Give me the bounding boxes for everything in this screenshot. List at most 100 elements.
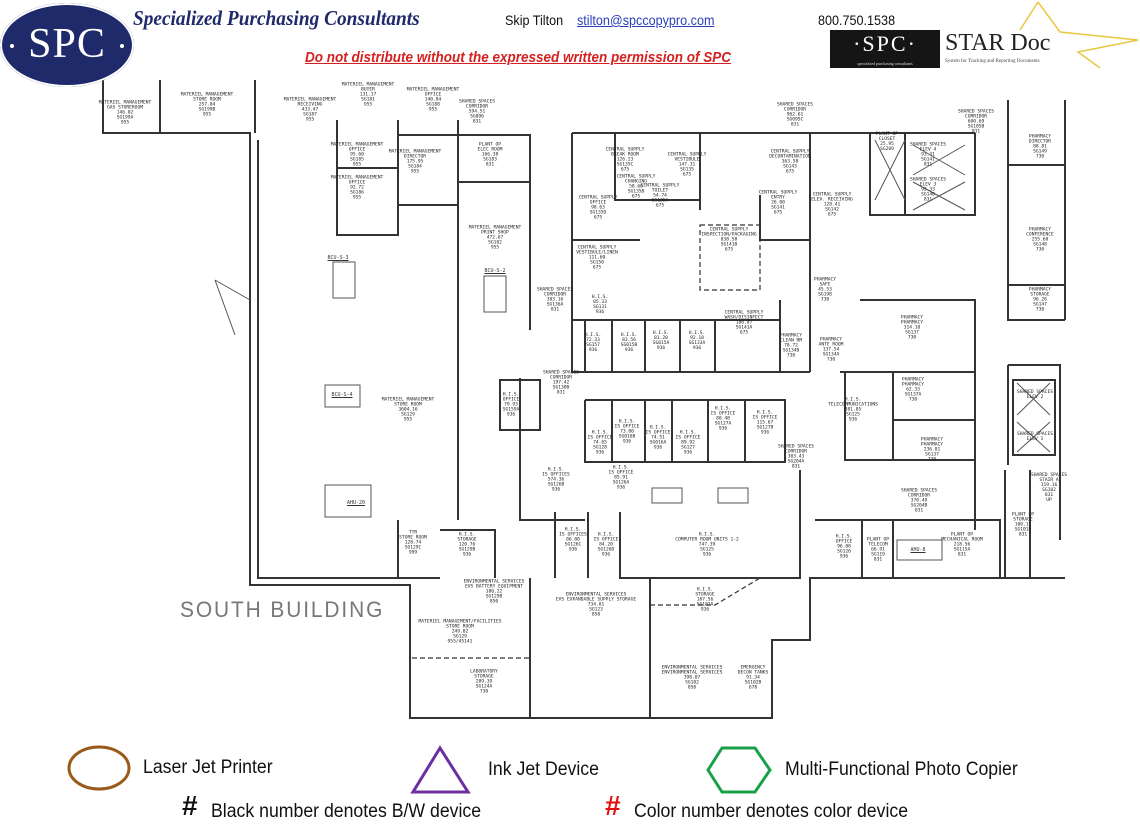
- star-logo-title: STAR Doc: [945, 30, 1051, 56]
- distribution-warning: Do not distribute without the expressed …: [305, 49, 732, 66]
- room-label: ENVIRONMENTAL SERVICES EVS EXPANDABLE SU…: [555, 592, 637, 618]
- room-label: CENTRAL SUPPLY DECONTAMINATION 363.58 SG…: [769, 149, 811, 175]
- room-label: CENTRAL SUPPLY CHANGING 58.60 SG135B 675: [616, 174, 656, 200]
- room-label: PLANT OP STORAGE 100.11 SG101B 831: [1011, 512, 1035, 538]
- room-label: H.I.S. IS OFFICE 89.92 SG127 936: [675, 430, 701, 456]
- mfp-hexagon-icon: [706, 746, 772, 794]
- star-icon: [1019, 1, 1139, 69]
- room-label: H.I.S. 92.18 SG133A 936: [688, 331, 706, 351]
- room-label: H.I.S. STORAGE 187.56 SG102A 936: [695, 587, 715, 613]
- room-label: MATERIEL MANAGEMENT PRINT SHOP 472.67 SG…: [468, 225, 522, 251]
- room-label: PLANT OP TELECOM 66.91 SG119 831: [866, 537, 890, 563]
- company-name: Specialized Purchasing Consultants: [133, 6, 420, 30]
- room-label: CENTRAL SUPPLY BREAK ROOM 126.23 SG135C …: [605, 147, 645, 173]
- laser-printer-circle-icon: [67, 745, 131, 791]
- room-label: H.I.S. TELECOMMUNICATIONS 381.85 SG125 9…: [828, 397, 878, 423]
- room-label: PHARMACY DIRECTOR 88.81 SG149 730: [1028, 134, 1052, 160]
- room-label: CENTRAL SUPPLY VESTIBULE 147.31 SG135 67…: [667, 152, 707, 178]
- spc-logo: SPC: [0, 3, 134, 87]
- room-label: SHARED SPACES CORRIDOR 594.51 SG096 831: [459, 99, 495, 125]
- room-label: SHARED SPACES ELEV 4 93.31 SG141 831: [910, 142, 946, 168]
- contact-name: Skip Tilton: [505, 12, 564, 28]
- legend-symbols: [67, 745, 772, 794]
- room-label: CENTRAL SUPPLY VESTIBULE/LINEN 111.60 SG…: [576, 245, 618, 271]
- room-label: MATERIEL MANAGEMENT OFFICE 95.60 SG185 9…: [330, 142, 384, 168]
- room-label: MATERIEL MANAGEMENT STORE ROOM 257.04 SG…: [180, 92, 234, 118]
- room-label: PHARMACY CLEAN RM 78.72 SG134B 730: [779, 333, 803, 359]
- room-label: SHARED SPACES CORRIDOR 197.42 SG130B 831: [543, 370, 579, 396]
- room-label: CENTRAL SUPPLY ENTRY 26.00 SG141 675: [758, 190, 798, 216]
- room-label: H.I.S. IS OFFICE 74.65 SG128 936: [587, 430, 613, 456]
- room-label: H.I.S. OFFICE 79.93 SG159A 936: [502, 392, 520, 418]
- room-label: H.I.S. IS OFFICE 80.48 SG127A 936: [710, 406, 736, 432]
- room-label: CENTRAL SUPPLY INSPECTION/PACKAGING 838.…: [701, 227, 757, 253]
- room-label: H.I.S. STORAGE 120.76 SG129B 936: [457, 532, 477, 558]
- legend-bw-note: Black number denotes B/W device: [211, 801, 482, 822]
- room-label: ENVIRONMENTAL SERVICES ENVIRONMENTAL SER…: [661, 665, 723, 691]
- room-label: PLANT OP ELEC ROOM 166.38 SG183 831: [477, 142, 503, 168]
- room-label: H.I.S. OFFICE 96.08 SG120 936: [835, 534, 853, 560]
- room-label: H.I.S. COMPUTER ROOM UNITS 1-2 747.39 SG…: [675, 532, 739, 558]
- room-label: SHARED SPACES CORRIDOR 383.16 SG136A 831: [537, 287, 573, 313]
- legend-laser-label: Laser Jet Printer: [143, 757, 273, 778]
- room-label: CENTRAL SUPPLY TOILET 54.74 SG135A 675: [640, 183, 680, 209]
- room-label: SHARED SPACES ELEV 3 92.33 SG140 831: [910, 177, 946, 203]
- room-label: PHARMACY PHARMACY 236.81 SG137 730: [920, 437, 944, 463]
- inkjet-triangle-icon: [410, 745, 471, 794]
- room-label: MATERIEL MANAGEMENT BUYER 131.17 SG181 9…: [341, 82, 395, 108]
- room-label: SHARED SPACES CORRIDOR 962.61 SG095C 831: [777, 102, 813, 128]
- room-label: SHARED SPACES CORRIDOR 370.49 SG204B 831: [901, 488, 937, 514]
- legend-color-note: Color number denotes color device: [634, 801, 909, 822]
- room-label: PHARMACY SAFE 45.53 SG198 730: [813, 277, 837, 303]
- room-label: MATERIEL MANAGEMENT GAS STOREROOM 146.02…: [98, 100, 152, 126]
- room-label: MATERIEL MANAGEMENT OFFICE 92.72 SG186 9…: [330, 175, 384, 201]
- room-label: PHARMACY PHARMACY 62.33 SG137A 730: [901, 377, 925, 403]
- bw-hash-symbol: #: [182, 790, 198, 821]
- equipment-label: BCU-S-2: [484, 268, 506, 274]
- room-label: MATERIEL MANAGEMENT OFFICE 140.84 SG188 …: [406, 87, 460, 113]
- star-doc-logo: ·SPC· specialized purchasing consultants…: [830, 30, 1135, 70]
- room-label: H.I.S. IS OFFICES 86.00 SG126C 936: [559, 527, 587, 553]
- star-logo-brand-sub: specialized purchasing consultants: [857, 61, 913, 66]
- room-label: H.I.S. 83.56 SG015B 936: [620, 333, 638, 353]
- contact-phone: 800.750.1538: [818, 12, 896, 28]
- room-label: SHARED SPACES ELEV 2: [1017, 390, 1053, 400]
- star-logo-subtitle: System for Tracking and Reporting Docume…: [945, 59, 1040, 64]
- room-label: SHARED SPACES STAIR A 119.16 SG102 831 U…: [1031, 473, 1067, 503]
- equipment-label: BCU-S-4: [331, 392, 353, 398]
- room-label: H.I.S. IS OFFICE 74.51 SG016A 936: [645, 425, 671, 451]
- room-label: CENTRAL SUPPLY ELEV. RECEIVING 128.41 SG…: [811, 192, 853, 218]
- room-label: LABORATORY STORAGE 289.39 SG124A 730: [470, 669, 498, 695]
- equipment-label: BCU-S-3: [327, 255, 349, 261]
- room-label: MATERIEL MANAGEMENT/FACILITIES STORE ROO…: [418, 619, 502, 645]
- room-label: H.I.S. IS OFFICE 115.67 SG127B 936: [752, 410, 778, 436]
- room-label: PHARMACY CONFERENCE 255.68 SG148 730: [1026, 227, 1054, 253]
- room-label: H.I.S. IS OFFICE 73.00 SG016B 936: [614, 419, 640, 445]
- room-label: SHARED SPACES CORRIDOR 600.69 SG105B 831: [958, 109, 994, 135]
- room-label: H.I.S. 81.20 SG015A 936: [652, 331, 670, 351]
- room-label: H.I.S. IS OFFICE 85.91 SG126A 936: [608, 465, 634, 491]
- room-label: CENTRAL SUPPLY WASH/DISINFECT 180.07 SG1…: [724, 310, 764, 336]
- room-label: EMERGENCY DECON TANKS 91.34 SG102B 678: [737, 665, 769, 691]
- room-label: H.I.S. IS OFFICES 574.36 SG126B 936: [542, 467, 570, 493]
- room-label: PHARMACY PHARMACY 314.10 SG137 730: [900, 315, 924, 341]
- star-logo-brand: ·SPC·: [853, 31, 917, 56]
- room-label: MATERIEL MANAGEMENT STORE ROOM 3604.16 S…: [381, 397, 435, 423]
- room-label: SHARED SPACES CORRIDOR 303.43 SG204A 831: [778, 444, 814, 470]
- room-label: MATERIEL MANAGEMENT DIRECTOR 175.95 SG18…: [388, 149, 442, 175]
- room-label: PLANT OP MECHANICAL ROOM 218.56 SG115A 8…: [941, 532, 983, 558]
- legend-mfp-label: Multi-Functional Photo Copier: [785, 759, 1018, 780]
- room-label: CENTRAL SUPPLY OFFICE 98.63 SG135D 675: [578, 195, 618, 221]
- room-label: H.I.S. 85.33 SG131 936: [591, 295, 609, 315]
- room-label: PHARMACY STORAGE 96.26 SG147 730: [1028, 287, 1052, 313]
- contact-email-link[interactable]: stilton@spccopypro.com: [577, 12, 715, 28]
- legend-inkjet-label: Ink Jet Device: [488, 759, 599, 780]
- room-label: PLANT OP CLOSET 25.95 SG209: [875, 132, 899, 152]
- room-label: SHARED SPACES ELEV 1: [1017, 432, 1053, 442]
- building-label: SOUTH BUILDING: [180, 597, 385, 622]
- equipment-label: AHU-20: [346, 500, 366, 506]
- room-label: H.I.S. 72.33 SG157 936: [584, 333, 602, 353]
- room-label: TTR STORE ROOM 128.74 SG129C 999: [399, 530, 427, 556]
- spc-logo-text: SPC: [28, 21, 106, 67]
